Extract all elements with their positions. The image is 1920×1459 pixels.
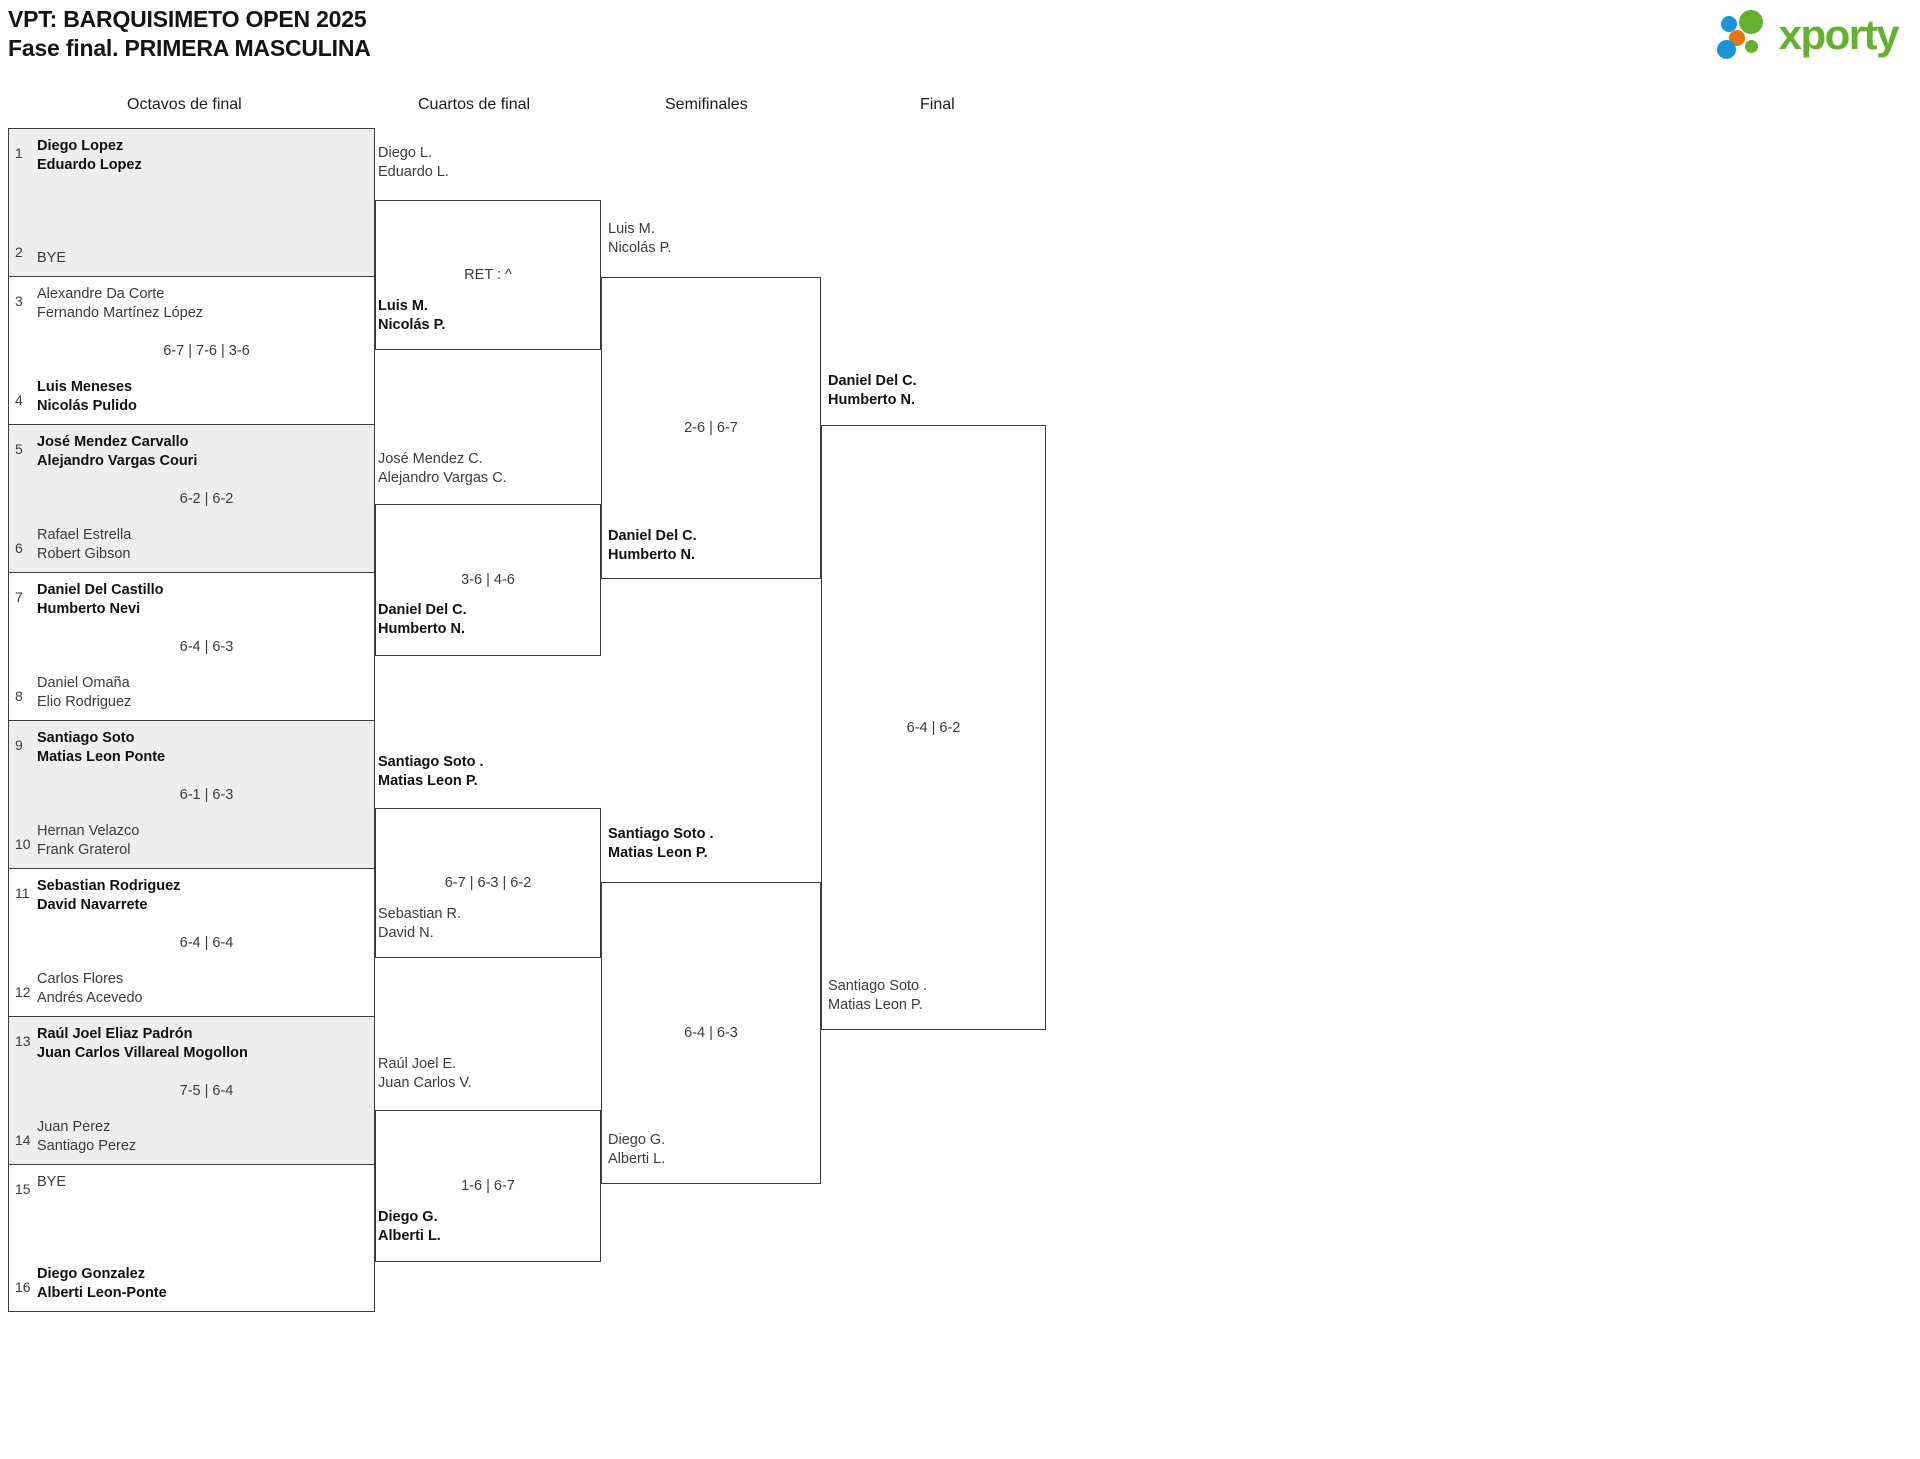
match-player-bottom: Diego G. Alberti L. [608, 1132, 666, 1167]
match-player-bottom: Diego Gonzalez Alberti Leon-Ponte [37, 1266, 167, 1301]
match-player-top: Luis M. Nicolás P. [608, 221, 672, 256]
match-player-top: Daniel Del C. Humberto N. [828, 373, 917, 408]
match-score: 6-2 | 6-2 [179, 490, 234, 507]
table-row[interactable]: 11 Sebastian Rodriguez David Navarrete 6… [8, 868, 375, 1016]
match-box-qf3[interactable]: 6-7 | 6-3 | 6-2 [375, 808, 601, 958]
match-score: 3-6 | 4-6 [461, 572, 515, 588]
seed-number: 16 [15, 1279, 31, 1295]
match-player-bottom: Luis Meneses Nicolás Pulido [37, 379, 137, 414]
tournament-title: VPT: BARQUISIMETO OPEN 2025 [8, 6, 367, 32]
seed-number: 13 [15, 1033, 31, 1049]
xporty-logo: xporty [1716, 8, 1900, 62]
seed-number: 12 [15, 984, 31, 1000]
table-row[interactable]: 15 BYE 16 Diego Gonzalez Alberti Leon-Po… [8, 1164, 375, 1312]
match-player-bottom: Carlos Flores Andrés Acevedo [37, 971, 143, 1006]
match-player-top: Santiago Soto Matias Leon Ponte [37, 730, 166, 765]
round-header-octavos: Octavos de final [127, 96, 242, 113]
match-player-bottom: Daniel Del C. Humberto N. [608, 528, 697, 563]
seed-number: 7 [15, 589, 23, 605]
match-player-bottom: Daniel Del C. Humberto N. [378, 602, 467, 637]
match-score: 6-4 | 6-3 [179, 638, 234, 655]
match-player-top: Alexandre Da Corte Fernando Martínez Lóp… [37, 286, 204, 321]
seed-number: 6 [15, 540, 23, 556]
match-player-bottom: Luis M. Nicolás P. [378, 298, 446, 333]
table-row[interactable]: 5 José Mendez Carvallo Alejandro Vargas … [8, 424, 375, 572]
match-player-bottom: Rafael Estrella Robert Gibson [37, 527, 132, 562]
seed-number: 1 [15, 145, 23, 161]
match-score: 6-7 | 6-3 | 6-2 [444, 875, 532, 891]
match-score: 1-6 | 6-7 [461, 1178, 515, 1194]
round-header-semifinales: Semifinales [665, 96, 748, 113]
match-player-top: Santiago Soto . Matias Leon P. [608, 826, 714, 861]
seed-number: 5 [15, 441, 23, 457]
match-player-top: Daniel Del Castillo Humberto Nevi [37, 582, 164, 617]
match-player-top: BYE [37, 1174, 67, 1190]
match-box-qf2[interactable]: 3-6 | 4-6 [375, 504, 601, 656]
round-octavos-column: 1 Diego Lopez Eduardo Lopez 2 BYE 3 Alex… [8, 128, 375, 1312]
match-player-top: Raúl Joel E. Juan Carlos V. [378, 1056, 472, 1091]
tournament-subtitle: Fase final. PRIMERA MASCULINA [8, 35, 371, 61]
match-player-bottom: Santiago Soto . Matias Leon P. [828, 978, 928, 1013]
match-player-top: Raúl Joel Eliaz Padrón Juan Carlos Villa… [37, 1026, 248, 1061]
match-score: 6-1 | 6-3 [179, 786, 234, 803]
match-box-sf2[interactable]: 6-4 | 6-3 [601, 882, 821, 1184]
match-box-sf1[interactable]: 2-6 | 6-7 [601, 277, 821, 579]
match-player-top: Diego L. Eduardo L. [378, 145, 449, 180]
match-player-top: José Mendez C. Alejandro Vargas C. [378, 451, 507, 486]
page-title: VPT: BARQUISIMETO OPEN 2025 Fase final. … [8, 5, 371, 63]
match-score: 6-7 | 7-6 | 3-6 [163, 342, 250, 359]
table-row[interactable]: 7 Daniel Del Castillo Humberto Nevi 6-4 … [8, 572, 375, 720]
seed-number: 9 [15, 737, 23, 753]
match-player-bottom: Hernan Velazco Frank Graterol [37, 823, 140, 858]
table-row[interactable]: 9 Santiago Soto Matias Leon Ponte 6-1 | … [8, 720, 375, 868]
match-box-qf1[interactable]: RET : ^ [375, 200, 601, 350]
match-score: 6-4 | 6-2 [906, 719, 961, 736]
seed-number: 2 [15, 244, 23, 260]
round-header-cuartos: Cuartos de final [418, 96, 531, 113]
seed-number: 14 [15, 1132, 31, 1148]
seed-number: 3 [15, 293, 23, 309]
table-row[interactable]: 1 Diego Lopez Eduardo Lopez 2 BYE [8, 128, 375, 276]
match-score: RET : ^ [464, 267, 512, 283]
match-player-bottom: BYE [37, 250, 67, 266]
match-player-bottom: Daniel Omaña Elio Rodriguez [37, 675, 132, 710]
seed-number: 10 [15, 836, 31, 852]
table-row[interactable]: 3 Alexandre Da Corte Fernando Martínez L… [8, 276, 375, 424]
match-player-bottom: Sebastian R. David N. [378, 906, 462, 941]
match-score: 7-5 | 6-4 [179, 1082, 234, 1099]
seed-number: 4 [15, 392, 23, 408]
table-row[interactable]: 13 Raúl Joel Eliaz Padrón Juan Carlos Vi… [8, 1016, 375, 1164]
match-box-final[interactable]: 6-4 | 6-2 [821, 425, 1046, 1030]
seed-number: 8 [15, 688, 23, 704]
match-player-top: Diego Lopez Eduardo Lopez [37, 138, 142, 173]
match-player-bottom: Juan Perez Santiago Perez [37, 1119, 137, 1154]
round-header-final: Final [920, 96, 955, 113]
match-box-qf4[interactable]: 1-6 | 6-7 [375, 1110, 601, 1262]
match-player-bottom: Diego G. Alberti L. [378, 1209, 441, 1244]
match-player-top: Santiago Soto . Matias Leon P. [378, 754, 484, 789]
match-player-top: Sebastian Rodriguez David Navarrete [37, 878, 181, 913]
logo-dots-icon [1716, 10, 1775, 60]
match-score: 6-4 | 6-4 [179, 934, 234, 951]
match-player-top: José Mendez Carvallo Alejandro Vargas Co… [37, 434, 198, 469]
match-score: 2-6 | 6-7 [684, 420, 738, 436]
logo-wordmark: xporty [1778, 11, 1900, 58]
seed-number: 11 [15, 885, 30, 901]
seed-number: 15 [15, 1181, 31, 1197]
match-score: 6-4 | 6-3 [684, 1025, 738, 1041]
